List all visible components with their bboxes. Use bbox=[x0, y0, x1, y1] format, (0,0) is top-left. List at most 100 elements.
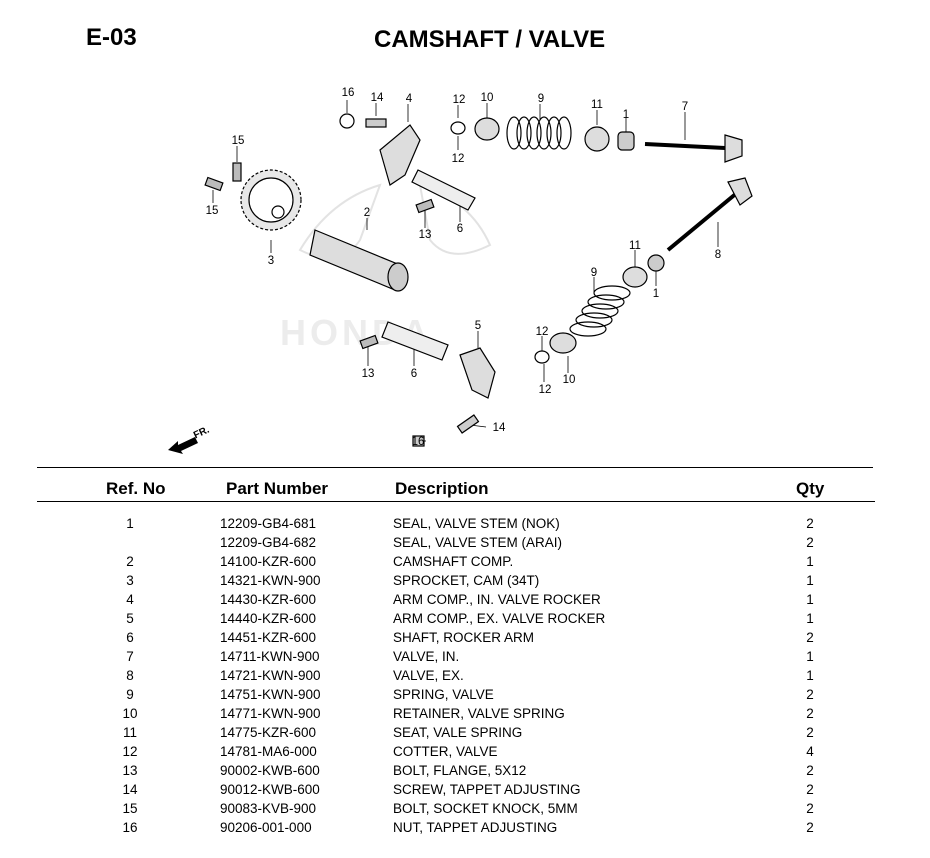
callout: 10 bbox=[563, 374, 576, 386]
part-number-cell: 90002-KWB-600 bbox=[220, 763, 320, 778]
qty-cell: 1 bbox=[806, 649, 814, 664]
callout: 13 bbox=[362, 368, 375, 380]
callout: 12 bbox=[452, 153, 465, 165]
description-cell: SPRING, VALVE bbox=[393, 687, 494, 702]
ref-cell: 1 bbox=[126, 516, 134, 531]
qty-cell: 2 bbox=[806, 706, 814, 721]
ref-cell: 4 bbox=[126, 592, 134, 607]
table-row: 7 14711-KWN-900 VALVE, IN. 1 bbox=[0, 649, 930, 668]
front-direction-arrow-icon bbox=[168, 437, 198, 454]
callout: 16 bbox=[342, 87, 355, 99]
part-shapes bbox=[168, 113, 753, 454]
callout: 9 bbox=[591, 267, 597, 279]
callout: 12 bbox=[539, 384, 552, 396]
ref-cell: 8 bbox=[126, 668, 134, 683]
callout: 11 bbox=[591, 99, 603, 111]
callout: 2 bbox=[364, 207, 370, 219]
description-cell: ARM COMP., EX. VALVE ROCKER bbox=[393, 611, 606, 626]
callout: 15 bbox=[206, 205, 219, 217]
ref-cell: 12 bbox=[122, 744, 138, 759]
callout: 7 bbox=[682, 101, 688, 113]
page-title: CAMSHAFT / VALVE bbox=[374, 26, 606, 53]
table-row: 6 14451-KZR-600 SHAFT, ROCKER ARM 2 bbox=[0, 630, 930, 649]
description-cell: SPROCKET, CAM (34T) bbox=[393, 573, 540, 588]
qty-cell: 4 bbox=[806, 744, 814, 759]
callout: 10 bbox=[481, 92, 494, 104]
description-cell: BOLT, SOCKET KNOCK, 5MM bbox=[393, 801, 578, 816]
ref-cell: 16 bbox=[122, 820, 138, 835]
qty-cell: 2 bbox=[806, 687, 814, 702]
qty-cell: 2 bbox=[806, 630, 814, 645]
callout: 4 bbox=[406, 93, 413, 105]
callout: 5 bbox=[475, 320, 481, 332]
qty-cell: 2 bbox=[806, 820, 814, 835]
callout-labels: 16 14 4 12 10 9 11 1 7 15 2 12 15 13 6 3… bbox=[206, 87, 722, 448]
qty-cell: 2 bbox=[806, 782, 814, 797]
column-header-description: Description bbox=[395, 479, 489, 498]
callout: 1 bbox=[623, 109, 629, 121]
part-number-cell: 14321-KWN-900 bbox=[220, 573, 321, 588]
ref-cell: 13 bbox=[122, 763, 138, 778]
description-cell: SCREW, TAPPET ADJUSTING bbox=[393, 782, 581, 797]
ref-cell: 15 bbox=[122, 801, 138, 816]
part-number-cell: 14711-KWN-900 bbox=[220, 649, 320, 664]
ref-cell: 7 bbox=[126, 649, 134, 664]
qty-cell: 1 bbox=[806, 592, 814, 607]
table-row: 14 90012-KWB-600 SCREW, TAPPET ADJUSTING 2 bbox=[0, 782, 930, 801]
part-number-cell: 12209-GB4-682 bbox=[220, 535, 317, 550]
ref-cell: 10 bbox=[122, 706, 138, 721]
callout: 11 bbox=[629, 240, 641, 252]
part-number-cell: 14430-KZR-600 bbox=[220, 592, 317, 607]
column-header-part-number: Part Number bbox=[226, 479, 329, 498]
table-header-rule bbox=[37, 501, 875, 502]
qty-cell: 1 bbox=[806, 611, 814, 626]
ref-cell: 14 bbox=[122, 782, 138, 797]
part-number-cell: 14775-KZR-600 bbox=[220, 725, 317, 740]
description-cell: CAMSHAFT COMP. bbox=[393, 554, 514, 569]
callout: 16 bbox=[412, 436, 425, 448]
part-number-cell: 14721-KWN-900 bbox=[220, 668, 321, 683]
qty-cell: 1 bbox=[806, 554, 814, 569]
part-number-cell: 14771-KWN-900 bbox=[220, 706, 321, 721]
exploded-parts-diagram: HONDA bbox=[168, 87, 753, 454]
callout: 9 bbox=[538, 93, 544, 105]
callout: 15 bbox=[232, 135, 245, 147]
part-number-cell: 90012-KWB-600 bbox=[220, 782, 320, 797]
ref-cell: 6 bbox=[126, 630, 134, 645]
section-code: E-03 bbox=[86, 24, 137, 51]
part-number-cell: 90206-001-000 bbox=[220, 820, 312, 835]
description-cell: BOLT, FLANGE, 5X12 bbox=[393, 763, 527, 778]
description-cell: VALVE, EX. bbox=[393, 668, 464, 683]
part-number-cell: 14440-KZR-600 bbox=[220, 611, 317, 626]
qty-cell: 2 bbox=[806, 725, 814, 740]
table-top-rule bbox=[37, 467, 873, 468]
qty-cell: 1 bbox=[806, 573, 814, 588]
description-cell: VALVE, IN. bbox=[393, 649, 460, 664]
callout: 14 bbox=[493, 422, 506, 434]
callout: 12 bbox=[536, 326, 549, 338]
ref-cell: 11 bbox=[122, 725, 137, 740]
part-number-cell: 14451-KZR-600 bbox=[220, 630, 317, 645]
column-header-ref: Ref. No bbox=[106, 479, 166, 498]
callout: 14 bbox=[371, 92, 384, 104]
part-number-cell: 12209-GB4-681 bbox=[220, 516, 317, 531]
description-cell: SHAFT, ROCKER ARM bbox=[393, 630, 535, 645]
description-cell: ARM COMP., IN. VALVE ROCKER bbox=[393, 592, 601, 607]
column-header-qty: Qty bbox=[796, 479, 825, 498]
callout: 3 bbox=[268, 255, 274, 267]
qty-cell: 2 bbox=[806, 535, 814, 550]
callout: 6 bbox=[411, 368, 417, 380]
part-number-cell: 14751-KWN-900 bbox=[220, 687, 321, 702]
